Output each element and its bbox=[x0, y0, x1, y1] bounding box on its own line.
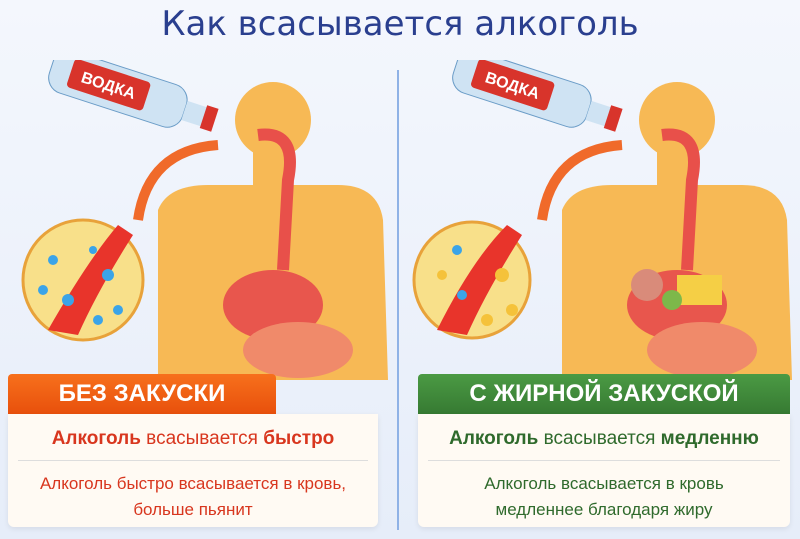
divider bbox=[397, 70, 399, 530]
alcohol-molecules bbox=[452, 245, 467, 300]
headline-verb: всасывается bbox=[538, 428, 661, 449]
esophagus bbox=[661, 128, 700, 271]
arrow bbox=[133, 140, 219, 221]
vodka-bottle: ВОДКА bbox=[48, 60, 219, 132]
headline-speed: быстро bbox=[263, 428, 335, 449]
intestines bbox=[647, 322, 757, 378]
esophagus bbox=[257, 128, 296, 271]
description: Алкоголь быстро всасывается в кровь, бол… bbox=[39, 474, 347, 519]
fat-droplets bbox=[437, 268, 518, 326]
headline-verb: всасывается bbox=[140, 428, 264, 449]
food-in-stomach bbox=[631, 269, 722, 310]
intestines bbox=[243, 322, 353, 378]
arrow bbox=[537, 140, 623, 221]
headline: Алкоголь всасывается медленню bbox=[428, 428, 780, 461]
banner-with-fatty-snack: С ЖИРНОЙ ЗАКУСКОЙ bbox=[418, 374, 790, 414]
info-card-with-fatty-snack: Алкоголь всасывается медленню Алкоголь в… bbox=[418, 414, 790, 527]
banner-without-snack: БЕЗ ЗАКУСКИ bbox=[8, 374, 276, 414]
panel-without-snack: ВОДКА БЕЗ ЗАКУСКИ Алкоголь всасывается б… bbox=[8, 60, 388, 530]
alcohol-molecules bbox=[38, 246, 123, 325]
info-card-without-snack: Алкоголь всасывается быстро Алкоголь быс… bbox=[8, 414, 378, 527]
headline-speed: медленню bbox=[660, 428, 759, 449]
vodka-bottle: ВОДКА bbox=[452, 60, 623, 132]
headline-subject: Алкоголь bbox=[51, 428, 141, 449]
illustration-without-snack: ВОДКА bbox=[21, 60, 388, 380]
headline: Алкоголь всасывается быстро bbox=[18, 428, 368, 461]
page-title: Как всасывается алкоголь bbox=[161, 4, 639, 44]
illustration-with-fatty-snack: ВОДКА bbox=[412, 60, 792, 380]
panel-with-fatty-snack: ВОДКА С ЖИРНОЙ ЗАКУСКОЙ Алкоголь всасыва… bbox=[412, 60, 792, 530]
headline-subject: Алкоголь bbox=[449, 428, 539, 449]
description: Алкоголь всасывается в кровь медленнее б… bbox=[484, 474, 724, 519]
